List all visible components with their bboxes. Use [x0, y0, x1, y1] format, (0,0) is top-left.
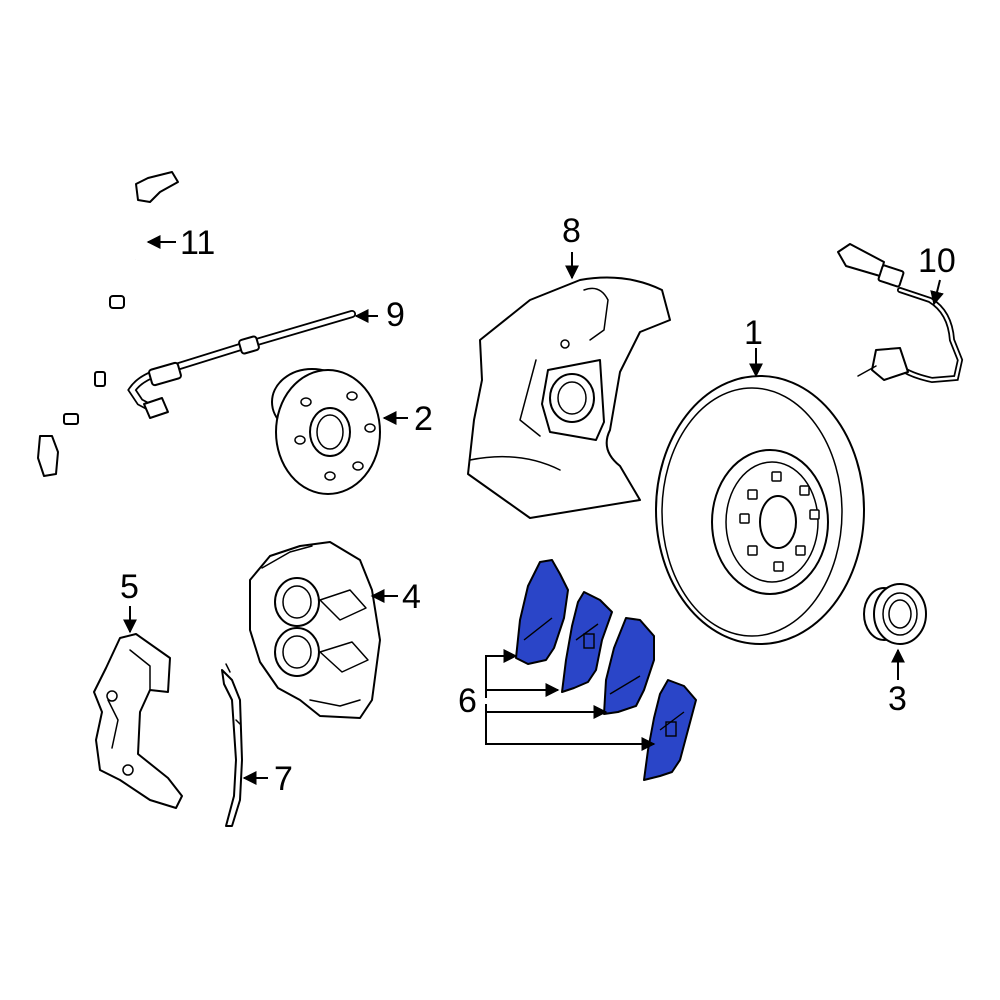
brake-pad	[561, 591, 613, 693]
brake-wear-sensor	[837, 243, 964, 384]
callout-5: 5	[120, 568, 139, 606]
callout-3: 3	[888, 680, 907, 718]
callout-7: 7	[274, 760, 293, 798]
brake-caliper	[249, 541, 381, 719]
callout-10: 10	[918, 242, 956, 280]
leader-lines	[123, 235, 944, 785]
callout-1: 1	[744, 314, 763, 352]
callout-9: 9	[386, 296, 405, 334]
callout-4: 4	[402, 578, 421, 616]
callout-2: 2	[414, 400, 433, 438]
wheel-bearing	[863, 583, 927, 645]
brake-rotor	[655, 375, 865, 645]
brake-pad	[643, 679, 697, 781]
abs-sensor-cable	[37, 171, 179, 477]
brake-pad	[515, 559, 569, 665]
callout-11: 11	[180, 224, 215, 262]
brake-hose	[127, 310, 356, 419]
brake-pad	[603, 617, 655, 715]
brake-pad-set	[515, 559, 697, 781]
callout-8: 8	[562, 212, 581, 250]
caliper-bracket	[93, 633, 183, 809]
dust-shield	[467, 276, 671, 519]
callout-6: 6	[458, 682, 477, 720]
anti-rattle-spring	[221, 663, 243, 827]
callout-labels: 1 2 3 4 5 6 7 8 9 10 11	[120, 212, 956, 798]
wheel-hub	[271, 368, 381, 495]
